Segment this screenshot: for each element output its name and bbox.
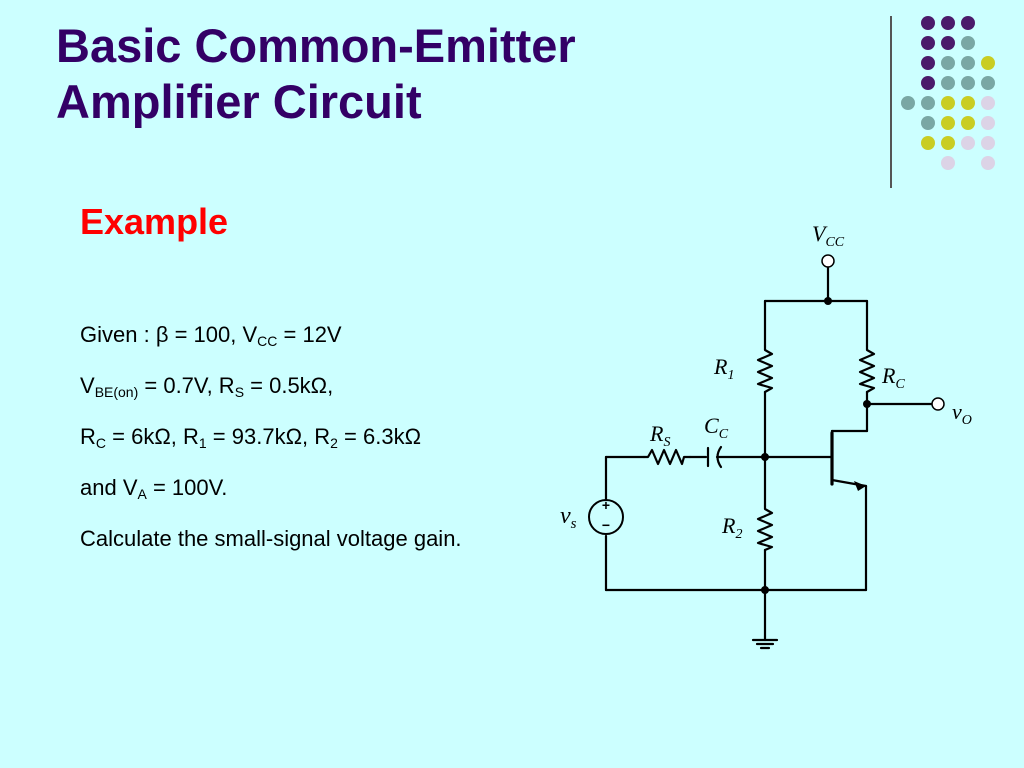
vo-terminal	[931, 397, 945, 411]
r2-label-sub: 2	[735, 527, 742, 542]
ce-amplifier-schematic: + − VCC R1 RC vO RS CC R2 vs	[560, 221, 972, 650]
decorative-dot	[941, 56, 955, 70]
title-line-2: Amplifier Circuit	[56, 75, 422, 128]
vcc-subscript: CC	[257, 333, 278, 349]
rc-value: = 6kΩ, R	[106, 424, 199, 449]
r2-resistor	[756, 504, 774, 552]
vs-label-sub: s	[571, 516, 577, 532]
decorative-dot	[921, 136, 935, 150]
rs-subscript: S	[234, 384, 245, 400]
r1-label: R1	[713, 354, 734, 383]
decorative-dot	[961, 116, 975, 130]
junction-dot	[824, 297, 832, 305]
rc-symbol: R	[80, 424, 96, 449]
junction-dot	[761, 453, 769, 461]
rc-label-sub: C	[895, 377, 905, 392]
r1-subscript: 1	[198, 435, 207, 451]
junction-dot	[863, 400, 871, 408]
r2-label: R2	[721, 513, 742, 542]
va-value: = 100V.	[146, 475, 228, 500]
decorative-dot	[981, 76, 995, 90]
rs-value: = 0.5kΩ,	[244, 373, 334, 398]
decorative-dot	[941, 36, 955, 50]
decorative-dot	[961, 76, 975, 90]
rc-label-main: R	[881, 363, 896, 388]
r1-value: = 93.7kΩ, R	[206, 424, 331, 449]
title-line-1: Basic Common-Emitter	[56, 19, 576, 72]
vo-label-sub: O	[962, 413, 972, 428]
decorative-dot	[961, 36, 975, 50]
given-line-2: VBE(on) = 0.7V, RS = 0.5kΩ,	[80, 373, 520, 399]
voltage-source-circle	[588, 499, 624, 535]
rs-resistor	[642, 448, 692, 466]
given-prefix: Given :	[80, 322, 156, 347]
cc-label: CC	[704, 413, 729, 442]
junction-dot	[761, 586, 769, 594]
rc-resistor	[858, 344, 876, 394]
r2-value: = 6.3kΩ	[337, 424, 422, 449]
vcc-label-sub: CC	[825, 235, 844, 250]
r1-label-main: R	[713, 354, 728, 379]
given-line-3: RC = 6kΩ, R1 = 93.7kΩ, R2 = 6.3kΩ	[80, 424, 520, 450]
example-heading: Example	[80, 201, 229, 242]
decorative-dot	[921, 96, 935, 110]
vbe-subscript: BE(on)	[94, 384, 139, 400]
r1-resistor	[756, 344, 774, 394]
r2-subscript: 2	[330, 435, 338, 451]
vs-label: vs	[560, 503, 577, 532]
beta-symbol: β	[155, 322, 169, 347]
rs-label: RS	[649, 421, 670, 450]
decorative-dot	[941, 16, 955, 30]
decorative-dot	[961, 16, 975, 30]
decorative-dot	[981, 56, 995, 70]
rs-label-main: R	[649, 421, 664, 446]
cc-label-sub: C	[719, 427, 729, 442]
beta-value: = 100, V	[168, 322, 258, 347]
va-prefix: and V	[80, 475, 138, 500]
vo-label: vO	[952, 399, 972, 428]
decorative-dot	[981, 116, 995, 130]
decorative-dot	[941, 96, 955, 110]
decorative-dot	[921, 116, 935, 130]
rs-label-sub: S	[663, 435, 670, 450]
decorative-dot	[961, 136, 975, 150]
vcc-label: VCC	[812, 221, 845, 250]
decorative-dot	[921, 36, 935, 50]
decorative-divider	[890, 16, 892, 188]
decorative-dot	[961, 96, 975, 110]
r1-label-sub: 1	[727, 368, 734, 383]
decorative-dot	[941, 116, 955, 130]
cc-label-main: C	[704, 413, 719, 438]
task-line: Calculate the small-signal voltage gain.	[80, 526, 462, 551]
decorative-dot	[961, 56, 975, 70]
decorative-dot	[901, 96, 915, 110]
vbe-value: = 0.7V, R	[138, 373, 235, 398]
decorative-dot	[921, 76, 935, 90]
vcc-label-main: V	[812, 221, 828, 246]
decorative-dot	[981, 96, 995, 110]
vbe-symbol: V	[80, 373, 95, 398]
rc-label: RC	[881, 363, 905, 392]
decorative-dot	[981, 156, 995, 170]
given-line-4: and VA = 100V.	[80, 475, 520, 501]
decorative-dot	[941, 76, 955, 90]
rc-subscript: C	[95, 435, 107, 451]
source-plus: +	[602, 497, 610, 513]
slide-title: Basic Common-Emitter Amplifier Circuit	[56, 18, 576, 130]
decorative-dot	[921, 56, 935, 70]
problem-statement: Given : β = 100, VCC = 12V VBE(on) = 0.7…	[80, 322, 520, 577]
vo-label-main: v	[952, 399, 962, 424]
vcc-value: = 12V	[277, 322, 342, 347]
decorative-dot	[981, 136, 995, 150]
source-minus: −	[602, 517, 610, 533]
decorative-dot	[921, 16, 935, 30]
r2-label-main: R	[721, 513, 736, 538]
vs-label-main: v	[560, 503, 571, 529]
vcc-terminal	[821, 254, 835, 268]
given-line-1: Given : β = 100, VCC = 12V	[80, 322, 520, 348]
va-subscript: A	[137, 486, 147, 502]
decorative-dot	[941, 156, 955, 170]
decorative-dot	[941, 136, 955, 150]
emitter-arrow	[854, 481, 866, 491]
